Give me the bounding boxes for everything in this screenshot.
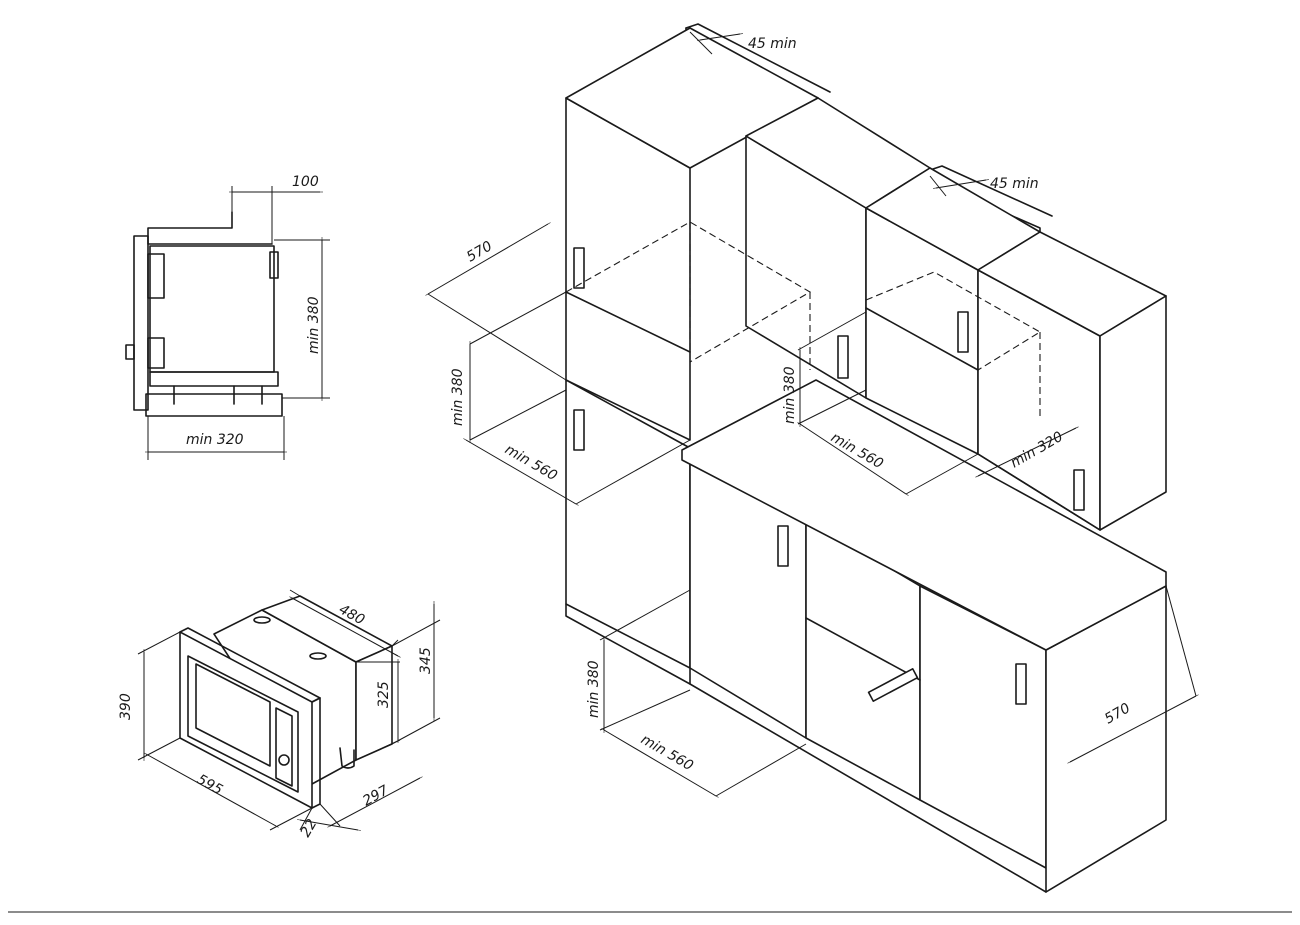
dim-gap-right: 45 min [990, 176, 1039, 192]
dim-upper-height: min 380 [450, 368, 466, 426]
dim-unit-frame-thickness: 22 [298, 816, 321, 840]
dim-side-height: min 380 [306, 296, 322, 354]
kitchen-isometric: 45 min 45 min 570 min 380 min 560 min 38… [425, 23, 1199, 893]
unit-isometric: 390 595 480 345 325 297 22 [118, 589, 441, 840]
dim-lower-height: min 380 [586, 660, 602, 718]
dim-side-top-offset: 100 [292, 174, 319, 190]
side-view: 100 min 380 min 320 [125, 174, 330, 460]
dim-side-depth: min 320 [186, 432, 244, 448]
dim-unit-height-inner: 325 [376, 681, 392, 708]
dim-upper-width: 570 [464, 238, 495, 265]
dim-unit-width: 595 [194, 772, 225, 799]
dim-mid-height: min 380 [782, 366, 798, 424]
dim-lower-depth: min 560 [638, 732, 696, 775]
dim-unit-height-outer: 345 [418, 647, 434, 674]
dim-gap-top: 45 min [748, 36, 797, 52]
dim-unit-frame-depth: 297 [360, 783, 391, 810]
dim-unit-front-height: 390 [118, 693, 134, 720]
